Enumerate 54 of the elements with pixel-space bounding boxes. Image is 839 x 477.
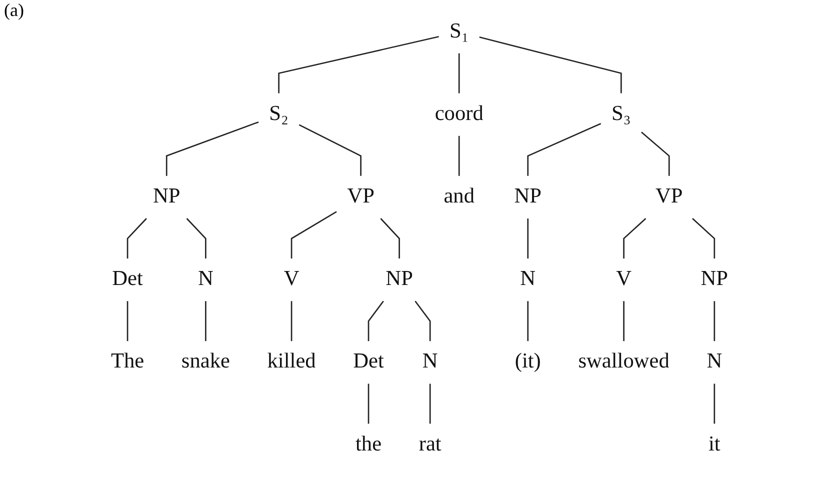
node-text: and	[444, 185, 475, 208]
node-text: V	[284, 268, 300, 290]
node-text: the	[356, 433, 382, 456]
connector	[368, 300, 384, 342]
connector	[714, 384, 716, 424]
node-text: NP	[386, 268, 413, 290]
node-text: N	[198, 268, 214, 290]
connector	[166, 121, 259, 176]
node-text: snake	[181, 350, 230, 374]
node-text: Det	[112, 268, 143, 290]
node-text: N	[422, 350, 438, 374]
connector	[692, 218, 716, 258]
connector	[298, 124, 362, 176]
node-text: S₂	[269, 102, 288, 126]
node-text: coord	[434, 102, 484, 126]
panel-label: (a)	[4, 0, 24, 21]
connector	[186, 218, 206, 258]
connector	[458, 136, 460, 176]
connector	[527, 301, 529, 342]
connector	[126, 218, 147, 258]
node-text: VP	[347, 185, 374, 208]
connector	[205, 301, 206, 342]
connector	[368, 384, 370, 424]
connector	[527, 122, 602, 176]
connector	[290, 301, 292, 342]
node-text: NP	[700, 268, 728, 290]
node-text: rat	[418, 433, 442, 456]
node-text: Det	[353, 350, 384, 374]
connector	[458, 53, 460, 94]
node-text: N	[706, 350, 722, 374]
node-text: N	[520, 268, 536, 290]
node-text: NP	[514, 185, 542, 208]
node-text: VP	[655, 185, 683, 208]
node-text: swallowed	[578, 350, 670, 374]
node-text: it	[708, 433, 720, 456]
node-text: S₃	[612, 102, 631, 126]
node-text: V	[616, 268, 632, 290]
node-text: NP	[152, 185, 180, 208]
connector	[623, 301, 624, 342]
node-text: killed	[267, 350, 316, 374]
connector	[623, 218, 646, 258]
connector	[126, 301, 128, 342]
connector	[414, 300, 431, 342]
connector	[380, 218, 400, 258]
connector	[714, 301, 716, 342]
node-text: S₁	[449, 20, 469, 43]
connector	[278, 36, 439, 94]
connector	[527, 218, 529, 258]
node-text: (it)	[514, 350, 541, 374]
connector	[429, 384, 431, 424]
connector	[479, 36, 622, 94]
connector	[641, 132, 670, 176]
node-text: The	[110, 350, 144, 374]
connector	[290, 211, 337, 258]
